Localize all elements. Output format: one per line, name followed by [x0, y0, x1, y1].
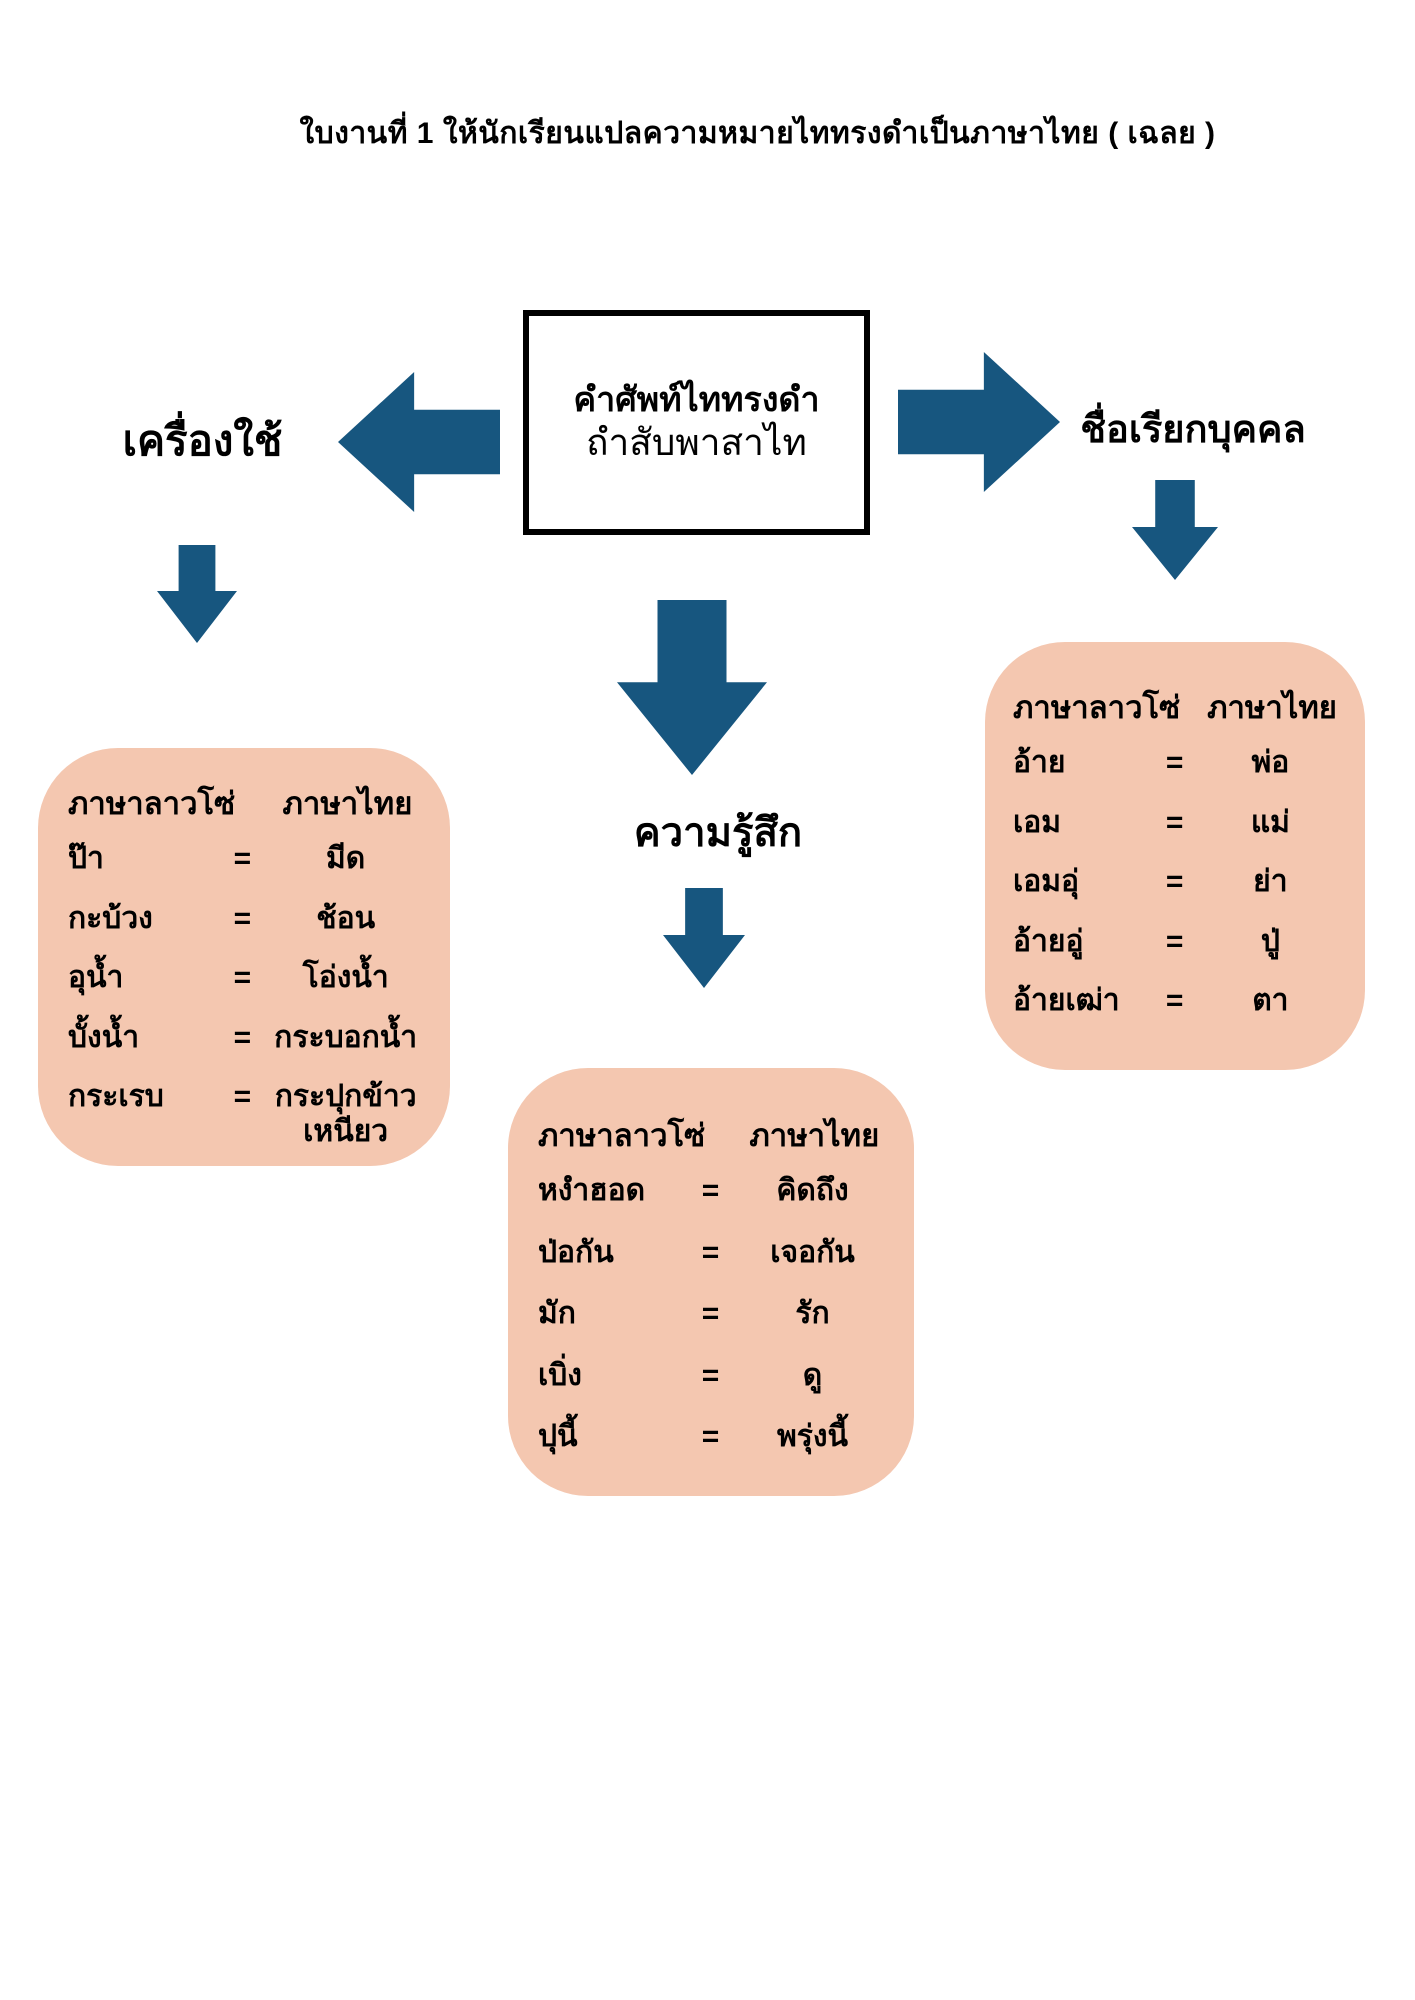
thai-meaning: พรุ่งนี้: [777, 1420, 849, 1453]
vocab-header: ภาษาลาวโซ่ ภาษาไทย: [1013, 682, 1343, 732]
vocab-row: กะบ้วง = ช้อน: [68, 902, 424, 937]
thai-meaning: แม่: [1250, 805, 1290, 839]
lao-word: ปุนี้: [538, 1420, 578, 1453]
vocab-row: มัก = รัก: [538, 1297, 890, 1332]
arrow-down-center-icon: [617, 600, 767, 775]
category-label-person-names: ชื่อเรียกบุคคล: [1080, 409, 1306, 451]
header-thai-column: ภาษาไทย: [1207, 690, 1337, 725]
equals-sign: =: [701, 1420, 720, 1453]
lao-word: อ้ายอู่: [1013, 924, 1084, 958]
arrow-left-icon: [338, 372, 500, 512]
thai-meaning: ดู: [802, 1358, 823, 1392]
category-label-feelings: ความรู้สึก: [633, 811, 803, 855]
thai-meaning: ช้อน: [316, 901, 376, 935]
thai-meaning: เจอกัน: [770, 1235, 855, 1269]
arrow-right-icon: [898, 352, 1060, 492]
thai-meaning: พ่อ: [1251, 746, 1290, 779]
equals-sign: =: [1165, 924, 1184, 958]
equals-sign: =: [233, 961, 252, 994]
vocab-row: เอม = แม่: [1013, 806, 1343, 841]
header-lao-song-column: ภาษาลาวโซ่: [1013, 690, 1181, 725]
lao-word: อุน้ำ: [68, 961, 124, 994]
equals-sign: =: [1165, 805, 1184, 839]
vocab-row: กระเรบ = กระปุกข้าวเหนียว: [68, 1080, 424, 1149]
equals-sign: =: [1165, 865, 1184, 898]
lao-word: ป๊า: [68, 842, 104, 875]
equals-sign: =: [701, 1297, 720, 1330]
equals-sign: =: [701, 1358, 720, 1392]
thai-meaning: โอ่งน้ำ: [302, 961, 389, 994]
thai-meaning: คิดถึง: [776, 1174, 849, 1207]
vocab-row: อ้ายเฒ่า = ตา: [1013, 984, 1343, 1019]
header-lao-song-column: ภาษาลาวโซ่: [68, 786, 236, 821]
vocab-box-feelings: ภาษาลาวโซ่ ภาษาไทย หงำฮอด = คิดถึง ป่อกั…: [508, 1068, 914, 1496]
equals-sign: =: [1165, 746, 1184, 779]
lao-word: มัก: [538, 1297, 576, 1330]
lao-word: อ้ายเฒ่า: [1013, 984, 1120, 1017]
vocab-row: เบิ่ง = ดู: [538, 1359, 890, 1394]
lao-word: กะบ้วง: [68, 901, 153, 935]
lao-word: ป่อกัน: [538, 1235, 614, 1269]
thai-meaning: กระปุกข้าวเหนียว: [274, 1080, 417, 1148]
vocab-row: อ้าย = พ่อ: [1013, 746, 1343, 781]
thai-meaning: ตา: [1252, 984, 1289, 1017]
central-topic-box: คำศัพท์ไททรงดำ ถำสับพาสาไท: [523, 310, 870, 535]
vocab-box-person-names: ภาษาลาวโซ่ ภาษาไทย อ้าย = พ่อ เอม = แม่ …: [985, 642, 1365, 1070]
equals-sign: =: [701, 1174, 720, 1207]
lao-word: เอมอุ่: [1013, 865, 1080, 898]
lao-word: อ้าย: [1013, 746, 1066, 779]
equals-sign: =: [233, 842, 252, 875]
central-topic-line1: คำศัพท์ไททรงดำ: [573, 380, 820, 419]
vocab-row: อุน้ำ = โอ่งน้ำ: [68, 961, 424, 996]
lao-word: กระเรบ: [68, 1080, 164, 1113]
lao-word: บั้งน้ำ: [68, 1020, 140, 1054]
page-title: ใบงานที่ 1 ให้นักเรียนแปลความหมายไททรงดำ…: [299, 117, 1216, 150]
vocab-row: หงำฮอด = คิดถึง: [538, 1174, 890, 1209]
thai-meaning: รัก: [795, 1297, 830, 1330]
category-label-tools: เครื่องใช้: [122, 417, 283, 464]
equals-sign: =: [701, 1235, 720, 1269]
vocab-header: ภาษาลาวโซ่ ภาษาไทย: [68, 778, 424, 828]
equals-sign: =: [233, 1020, 252, 1054]
lao-word: เอม: [1013, 805, 1062, 839]
header-thai-column: ภาษาไทย: [749, 1118, 880, 1153]
thai-meaning: ย่า: [1253, 865, 1288, 898]
thai-meaning: มีด: [326, 842, 366, 875]
vocab-row: ป๊า = มีด: [68, 842, 424, 877]
vocab-header: ภาษาลาวโซ่ ภาษาไทย: [538, 1110, 890, 1160]
equals-sign: =: [233, 901, 252, 935]
equals-sign: =: [233, 1080, 252, 1113]
lao-word: หงำฮอด: [538, 1174, 646, 1207]
arrow-down-right-icon: [1132, 480, 1218, 580]
header-lao-song-column: ภาษาลาวโซ่: [538, 1118, 706, 1153]
vocab-row: ป่อกัน = เจอกัน: [538, 1236, 890, 1271]
vocab-row: ปุนี้ = พรุ่งนี้: [538, 1420, 890, 1455]
vocab-row: อ้ายอู่ = ปู่: [1013, 925, 1343, 960]
equals-sign: =: [1165, 984, 1184, 1017]
header-thai-column: ภาษาไทย: [282, 786, 413, 821]
thai-meaning: กระบอกน้ำ: [274, 1020, 418, 1054]
vocab-box-tools: ภาษาลาวโซ่ ภาษาไทย ป๊า = มีด กะบ้วง = ช้…: [38, 748, 450, 1166]
thai-meaning: ปู่: [1260, 924, 1280, 958]
vocab-row: บั้งน้ำ = กระบอกน้ำ: [68, 1021, 424, 1056]
central-topic-line2: ถำสับพาสาไท: [586, 421, 807, 463]
vocab-row: เอมอุ่ = ย่า: [1013, 865, 1343, 900]
arrow-down-left-icon: [157, 545, 237, 643]
lao-word: เบิ่ง: [538, 1358, 582, 1392]
arrow-down-feelings-icon: [663, 888, 745, 988]
